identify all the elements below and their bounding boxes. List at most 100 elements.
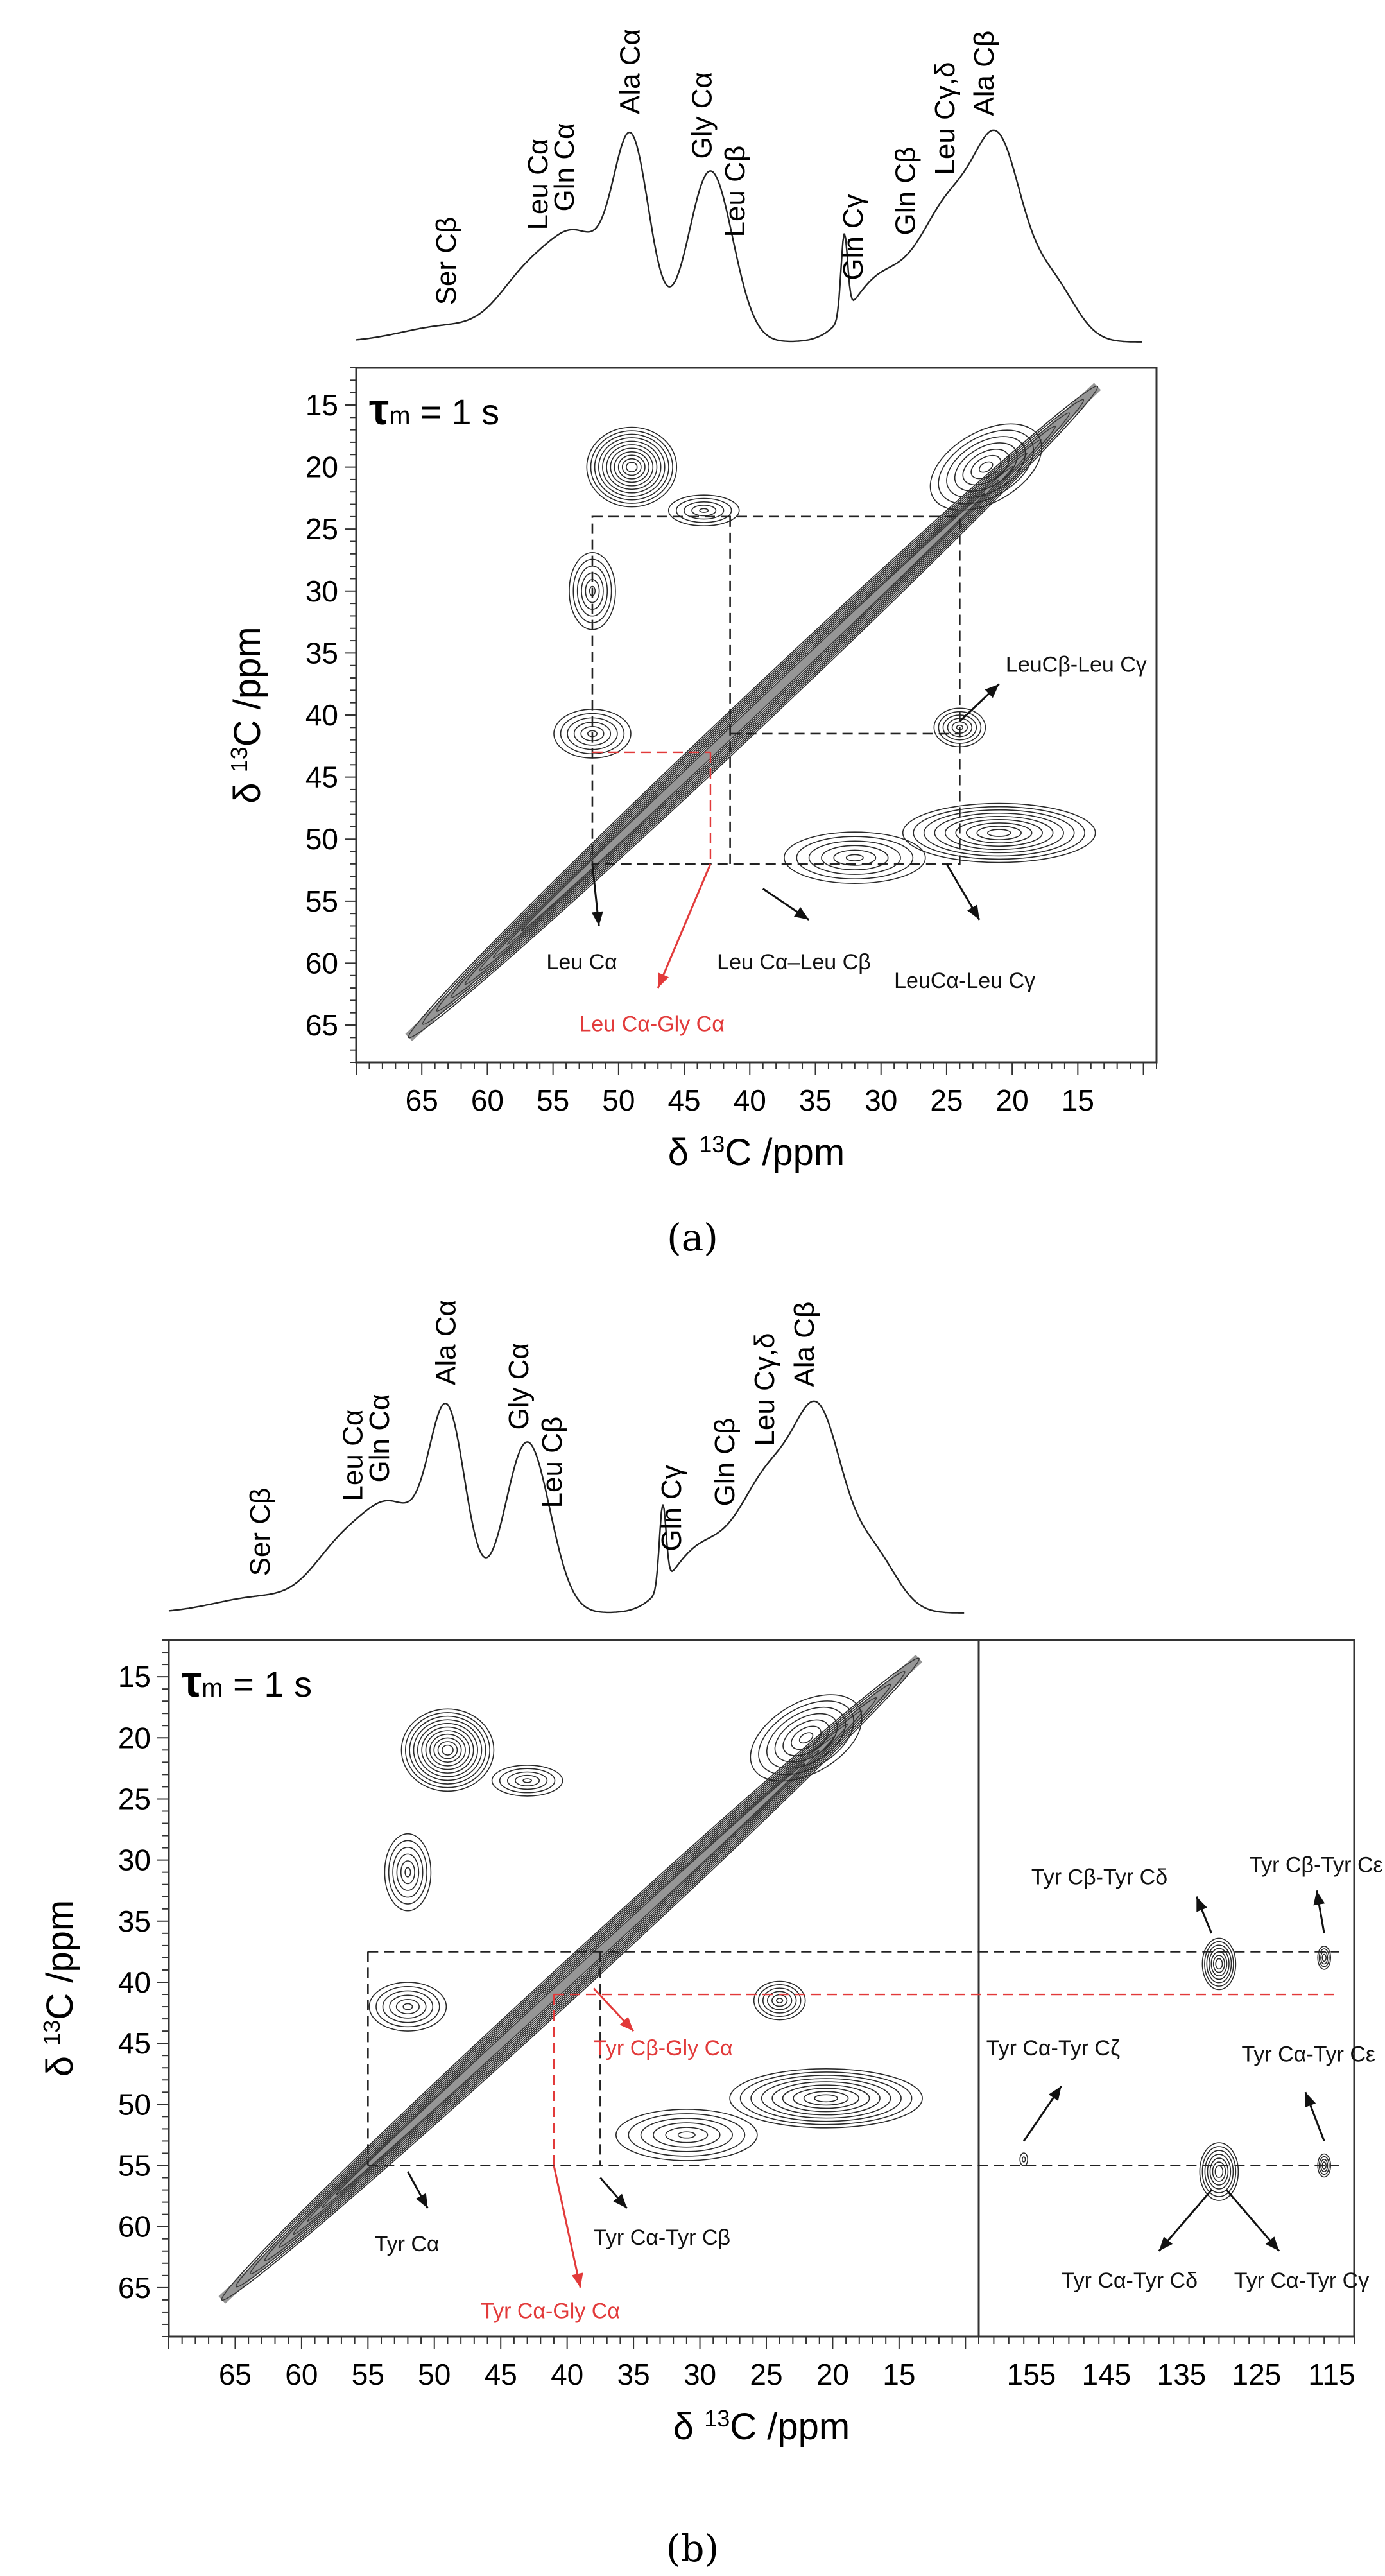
a-mixing-time-label: τm = 1 s bbox=[369, 384, 499, 434]
b-aro-x-tick-label: 155 bbox=[1007, 2358, 1056, 2391]
b-mixing-time-label: τm = 1 s bbox=[182, 1656, 312, 1706]
a-annotation: LeuCβ-Leu Cγ bbox=[1006, 652, 1147, 677]
a-y-tick-label: 60 bbox=[305, 946, 338, 980]
a-y-axis-label-rest: C /ppm bbox=[227, 627, 268, 747]
b-leu-cacb-contour bbox=[677, 2131, 696, 2139]
b-gln-crosspeak-contour bbox=[388, 1840, 427, 1905]
a-ala-cb-contour bbox=[954, 442, 1018, 492]
b-y-tick-label: 25 bbox=[118, 1782, 151, 1815]
b-tyr-cb-cd-contour bbox=[1201, 1937, 1237, 1991]
a-leu-cacg-contour bbox=[902, 802, 1096, 863]
b-tyr-cb-ce-contour bbox=[1321, 1953, 1327, 1962]
a-diagonal-contour-core bbox=[405, 383, 1101, 1042]
b-y-tick-label: 45 bbox=[118, 2027, 151, 2060]
a-gly-crosspeak-contour bbox=[667, 494, 740, 526]
b-leu-crosspeak-contour bbox=[375, 1985, 440, 2028]
b-peak-label: Leu Cβ bbox=[537, 1417, 568, 1508]
a-annotation: Leu Cα bbox=[546, 950, 617, 974]
b-gly-crosspeak-contour bbox=[515, 1774, 540, 1786]
a-dashed-box bbox=[591, 515, 961, 865]
b-x-tick-label: 35 bbox=[617, 2358, 650, 2391]
b-leu-cacb-contour bbox=[640, 2118, 733, 2152]
a-tau: τ bbox=[369, 384, 389, 434]
a-leu-cacb-contour bbox=[845, 854, 864, 861]
b-tyr-cb-cd-contour bbox=[1215, 1958, 1223, 1970]
a-y-tick-label: 15 bbox=[305, 388, 338, 422]
a-y-tick-label: 65 bbox=[305, 1008, 338, 1042]
b-leu-crosspeak-contour bbox=[368, 1982, 447, 2032]
b-tyr-cb-ce-contour bbox=[1318, 1948, 1330, 1967]
b-gln-crosspeak-contour bbox=[404, 1867, 411, 1878]
b-leu-cacb-contour bbox=[615, 2109, 758, 2161]
a-x-tick-label: 50 bbox=[602, 1084, 635, 1117]
b-annotation: Tyr Cα-Gly Cα bbox=[481, 2299, 620, 2323]
a-x-axis-label-rest: C /ppm bbox=[725, 1132, 845, 1173]
b-leu-cacg-contour bbox=[761, 2078, 891, 2119]
b-annotation: Tyr Cα-Tyr Cε bbox=[1242, 2043, 1376, 2067]
b-peak-label: Leu Cγ,δ bbox=[749, 1333, 780, 1446]
b-y-tick-label: 30 bbox=[118, 1844, 151, 1877]
a-x-axis-label: δ 13C /ppm bbox=[668, 1131, 845, 1174]
b-annotation: Tyr Cβ-Tyr Cδ bbox=[1031, 1865, 1167, 1890]
b-y-axis-label: δ 13C /ppm bbox=[39, 1900, 82, 2077]
b-leu-crosspeak-contour bbox=[382, 1990, 434, 2023]
b-x-tick-label: 20 bbox=[816, 2358, 849, 2391]
b-y-axis-label-rest: C /ppm bbox=[39, 1900, 81, 2020]
a-ala-crosspeak-contour bbox=[617, 454, 646, 480]
b-aro-x-tick-label: 125 bbox=[1232, 2358, 1282, 2391]
a-ala-cb-contour bbox=[946, 436, 1026, 498]
a-ala-cb-contour bbox=[929, 423, 1042, 511]
b-peak-label: Gln Cγ bbox=[656, 1465, 687, 1551]
b-diagonal-contour bbox=[221, 1657, 920, 2301]
b-ala-cb-contour bbox=[758, 1700, 854, 1776]
b-peak-label: Ala Cβ bbox=[789, 1302, 820, 1387]
b-leu-cacb-contour bbox=[665, 2127, 709, 2143]
b-gln-crosspeak-contour bbox=[400, 1860, 415, 1885]
caption-a: (a) bbox=[667, 1216, 718, 1259]
a-gly-crosspeak-contour bbox=[676, 497, 732, 523]
b-leu-crosspeak-contour bbox=[389, 1994, 427, 2019]
b-tyr-ca-cd-contour bbox=[1199, 2142, 1239, 2201]
b-y-tick-label: 20 bbox=[118, 1721, 151, 1754]
b-gln-crosspeak-contour bbox=[384, 1833, 432, 1912]
b-tyr-ca-cd-contour bbox=[1214, 2165, 1224, 2178]
b-x-tick-label: 30 bbox=[684, 2358, 716, 2391]
a-peak-label: Gln Cα bbox=[549, 123, 580, 212]
b-tyr-ca-cd-contour bbox=[1212, 2161, 1226, 2182]
b-arrow-red-head bbox=[571, 2272, 583, 2288]
b-x-tick-label: 65 bbox=[219, 2358, 252, 2391]
a-ala-cb-contour bbox=[979, 461, 994, 473]
b-leu-cbcg-contour bbox=[776, 1998, 784, 2003]
a-ala-crosspeak-contour bbox=[598, 437, 666, 497]
a-peak-label: Ser Cβ bbox=[431, 217, 462, 306]
b-tyr-ca-cd-contour bbox=[1209, 2157, 1229, 2186]
a-arrow-red-head bbox=[658, 972, 669, 989]
b-tau: τ bbox=[182, 1656, 202, 1706]
b-projection-spectrum bbox=[168, 1400, 965, 1614]
a-gly-crosspeak-contour bbox=[691, 505, 717, 517]
a-x-tick-label: 45 bbox=[667, 1084, 700, 1117]
b-x-tick-label: 50 bbox=[418, 2358, 451, 2391]
b-y-tick-label: 60 bbox=[118, 2210, 151, 2243]
a-peak-label: Gly Cα bbox=[687, 72, 718, 159]
b-tyr-ca-cd-contour bbox=[1207, 2154, 1232, 2190]
a-leu-cacg-contour bbox=[965, 822, 1033, 843]
b-x-tick-label: 60 bbox=[285, 2358, 318, 2391]
b-leu-crosspeak-contour bbox=[402, 2003, 413, 2010]
b-arrow-head bbox=[613, 2193, 627, 2209]
a-ala-crosspeak-contour bbox=[590, 430, 673, 504]
a-x-tick-label: 55 bbox=[537, 1084, 569, 1117]
a-y-tick-label: 35 bbox=[305, 636, 338, 670]
b-peak-label: Ser Cβ bbox=[245, 1488, 276, 1577]
b-annotation: Tyr Cβ-Tyr Cε bbox=[1249, 1853, 1382, 1878]
b-peak-label: Gln Cβ bbox=[709, 1418, 741, 1507]
b-x-tick-label: 15 bbox=[882, 2358, 915, 2391]
a-leu-cacb-contour bbox=[821, 845, 889, 870]
b-ala-crosspeak-contour bbox=[409, 1715, 486, 1785]
b-y-tick-label: 35 bbox=[118, 1905, 151, 1938]
b-y-tick-label: 65 bbox=[118, 2271, 151, 2304]
a-arrow-red bbox=[657, 863, 712, 989]
